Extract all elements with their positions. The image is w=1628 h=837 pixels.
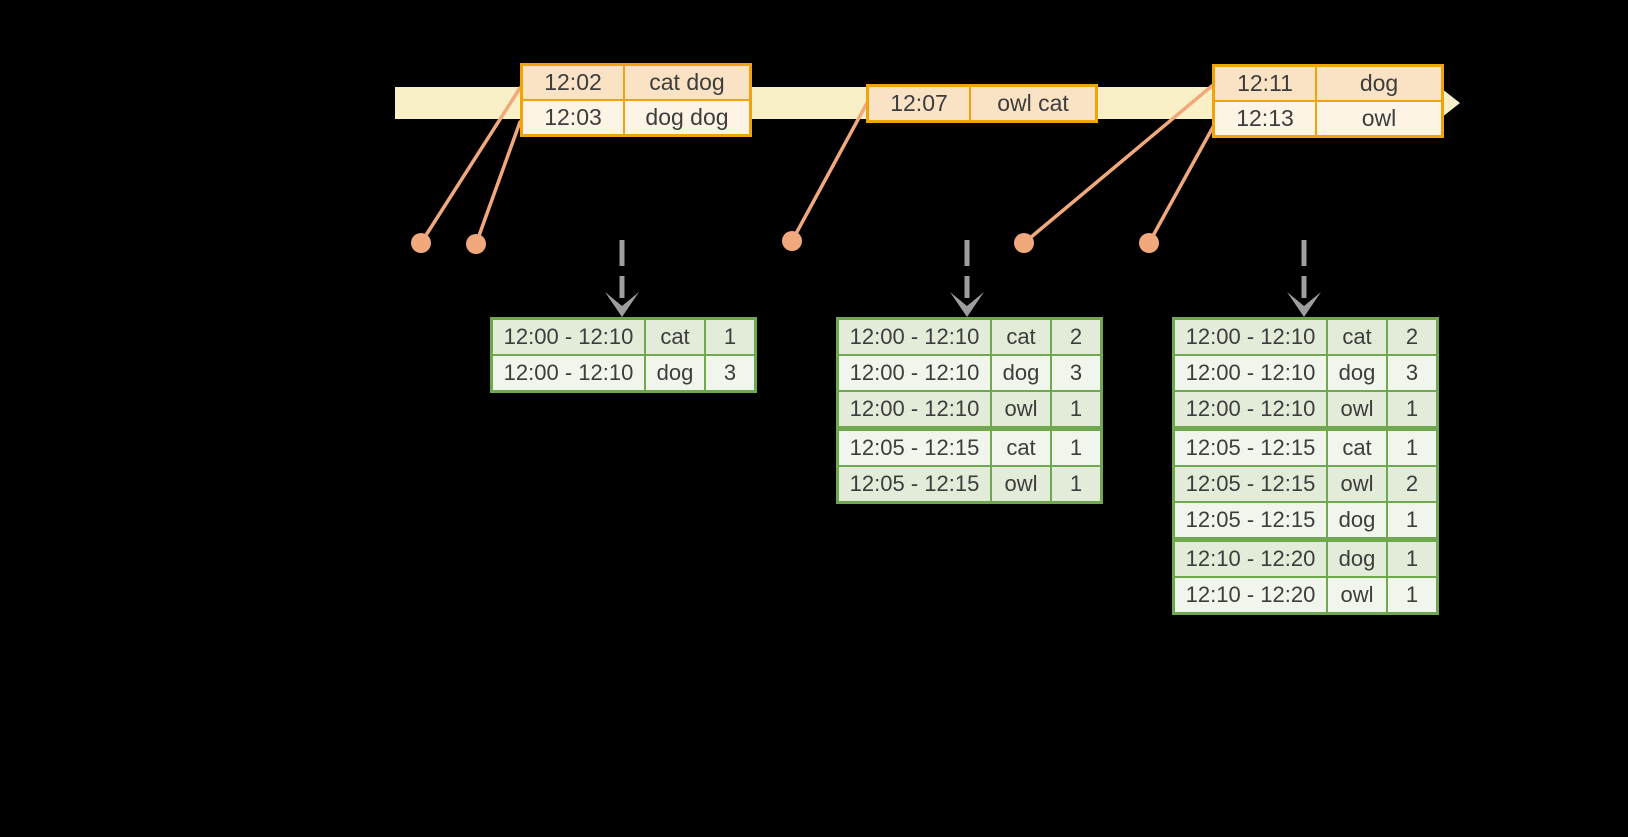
word-cell: owl	[990, 390, 1052, 430]
word-cell: dog	[1326, 501, 1388, 541]
result-row: 12:00 - 12:10 dog 3	[836, 354, 1103, 392]
event-row: 12:07 owl cat	[866, 84, 1098, 123]
event-dot-4	[1014, 233, 1034, 253]
result-row: 12:00 - 12:10 dog 3	[490, 354, 757, 393]
count-cell: 1	[1386, 576, 1439, 615]
word-cell: owl	[990, 465, 1052, 504]
word-cell: cat	[990, 426, 1052, 467]
window-cell: 12:00 - 12:10	[490, 354, 646, 393]
count-cell: 1	[1386, 537, 1439, 578]
result-row: 12:00 - 12:10 cat 2	[836, 317, 1103, 356]
word-cell: cat	[1326, 426, 1388, 467]
word-cell: cat	[644, 317, 706, 356]
window-cell: 12:05 - 12:15	[836, 426, 992, 467]
window-cell: 12:05 - 12:15	[1172, 426, 1328, 467]
count-cell: 1	[1386, 501, 1439, 541]
event-words-cell: dog	[1315, 64, 1444, 102]
result-row: 12:05 - 12:15 owl 1	[836, 465, 1103, 504]
count-cell: 1	[704, 317, 757, 356]
event-dot-5	[1139, 233, 1159, 253]
result-row: 12:00 - 12:10 dog 3	[1172, 354, 1439, 392]
window-cell: 12:00 - 12:10	[836, 354, 992, 392]
count-cell: 3	[1050, 354, 1103, 392]
window-cell: 12:05 - 12:15	[836, 465, 992, 504]
count-cell: 1	[1050, 465, 1103, 504]
word-cell: owl	[1326, 576, 1388, 615]
result-table-3: 12:00 - 12:10 cat 2 12:00 - 12:10 dog 3 …	[1172, 317, 1439, 615]
result-table-1: 12:00 - 12:10 cat 1 12:00 - 12:10 dog 3	[490, 317, 757, 393]
event-words-cell: owl cat	[969, 84, 1098, 123]
result-row: 12:05 - 12:15 owl 2	[1172, 465, 1439, 503]
count-cell: 3	[1386, 354, 1439, 392]
window-cell: 12:10 - 12:20	[1172, 537, 1328, 578]
word-cell: dog	[990, 354, 1052, 392]
event-time-cell: 12:02	[520, 63, 625, 101]
count-cell: 2	[1386, 317, 1439, 356]
event-line-1213	[1147, 125, 1215, 245]
window-cell: 12:00 - 12:10	[1172, 354, 1328, 392]
result-table-2: 12:00 - 12:10 cat 2 12:00 - 12:10 dog 3 …	[836, 317, 1103, 504]
result-row: 12:00 - 12:10 cat 1	[490, 317, 757, 356]
word-cell: owl	[1326, 390, 1388, 430]
event-line-1207	[790, 101, 869, 243]
event-lines	[419, 83, 1215, 246]
event-table-2: 12:07 owl cat	[866, 84, 1098, 123]
result-row: 12:00 - 12:10 owl 1	[836, 390, 1103, 430]
event-table-3: 12:11 dog 12:13 owl	[1212, 64, 1444, 138]
result-row: 12:10 - 12:20 dog 1	[1172, 537, 1439, 578]
window-cell: 12:10 - 12:20	[1172, 576, 1328, 615]
window-cell: 12:00 - 12:10	[836, 390, 992, 430]
word-cell: dog	[1326, 537, 1388, 578]
count-cell: 1	[1050, 390, 1103, 430]
count-cell: 2	[1386, 465, 1439, 503]
window-cell: 12:00 - 12:10	[836, 317, 992, 356]
count-cell: 1	[1050, 426, 1103, 467]
result-row: 12:05 - 12:15 dog 1	[1172, 501, 1439, 541]
event-time-cell: 12:03	[520, 99, 625, 137]
window-cell: 12:05 - 12:15	[1172, 465, 1328, 503]
count-cell: 1	[1386, 390, 1439, 430]
result-row: 12:00 - 12:10 owl 1	[1172, 390, 1439, 430]
word-cell: dog	[1326, 354, 1388, 392]
result-row: 12:05 - 12:15 cat 1	[1172, 426, 1439, 467]
result-row: 12:05 - 12:15 cat 1	[836, 426, 1103, 467]
result-row: 12:00 - 12:10 cat 2	[1172, 317, 1439, 356]
word-cell: cat	[990, 317, 1052, 356]
event-time-cell: 12:07	[866, 84, 971, 123]
window-cell: 12:05 - 12:15	[1172, 501, 1328, 541]
event-line-1202	[419, 86, 522, 245]
trigger-arrow-1	[605, 240, 639, 317]
event-line-1211	[1022, 83, 1215, 245]
count-cell: 2	[1050, 317, 1103, 356]
event-words-cell: cat dog	[623, 63, 752, 101]
event-row: 12:03 dog dog	[520, 99, 752, 137]
event-time-cell: 12:13	[1212, 100, 1317, 138]
window-cell: 12:00 - 12:10	[1172, 317, 1328, 356]
event-row: 12:11 dog	[1212, 64, 1444, 102]
window-cell: 12:00 - 12:10	[1172, 390, 1328, 430]
trigger-arrow-3	[1287, 240, 1321, 317]
trigger-arrow-2	[950, 240, 984, 317]
event-words-cell: dog dog	[623, 99, 752, 137]
result-row: 12:10 - 12:20 owl 1	[1172, 576, 1439, 615]
word-cell: cat	[1326, 317, 1388, 356]
word-cell: dog	[644, 354, 706, 393]
trigger-arrows	[605, 240, 1321, 317]
event-row: 12:13 owl	[1212, 100, 1444, 138]
event-row: 12:02 cat dog	[520, 63, 752, 101]
event-words-cell: owl	[1315, 100, 1444, 138]
event-dot-3	[782, 231, 802, 251]
window-cell: 12:00 - 12:10	[490, 317, 646, 356]
count-cell: 3	[704, 354, 757, 393]
count-cell: 1	[1386, 426, 1439, 467]
event-dot-1	[411, 233, 431, 253]
event-dot-2	[466, 234, 486, 254]
event-table-1: 12:02 cat dog 12:03 dog dog	[520, 63, 752, 137]
event-line-1203	[474, 120, 522, 246]
event-time-cell: 12:11	[1212, 64, 1317, 102]
event-dots	[411, 231, 1159, 254]
word-cell: owl	[1326, 465, 1388, 503]
